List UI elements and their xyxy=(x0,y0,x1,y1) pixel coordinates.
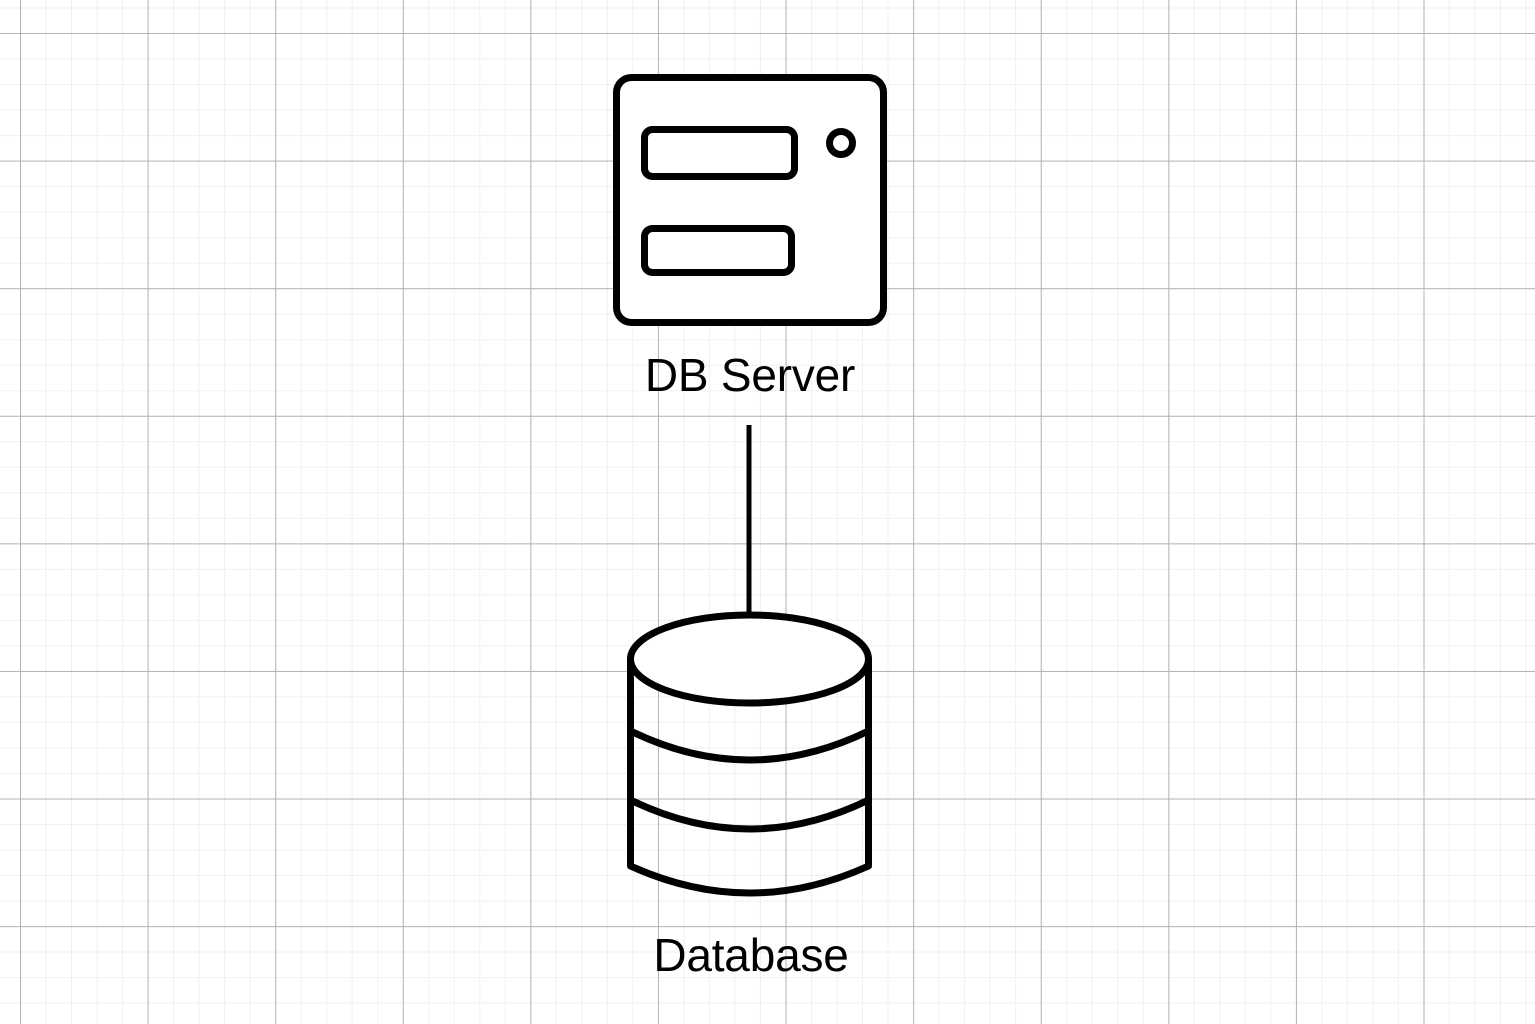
server-chassis-icon xyxy=(613,74,887,326)
node-label-database: Database xyxy=(653,929,849,981)
cylinder-band-1-icon xyxy=(627,727,872,764)
cylinder-top-ellipse-icon xyxy=(627,611,872,707)
cylinder-band-2-icon xyxy=(627,796,872,833)
node-label-db-server: DB Server xyxy=(644,349,856,401)
node-db-server[interactable] xyxy=(613,74,887,326)
server-bay-top-icon xyxy=(641,126,798,180)
cylinder-body-icon xyxy=(627,655,872,897)
server-bay-bottom-icon xyxy=(641,225,795,276)
server-status-led-icon xyxy=(826,128,856,158)
node-database[interactable] xyxy=(627,611,872,897)
